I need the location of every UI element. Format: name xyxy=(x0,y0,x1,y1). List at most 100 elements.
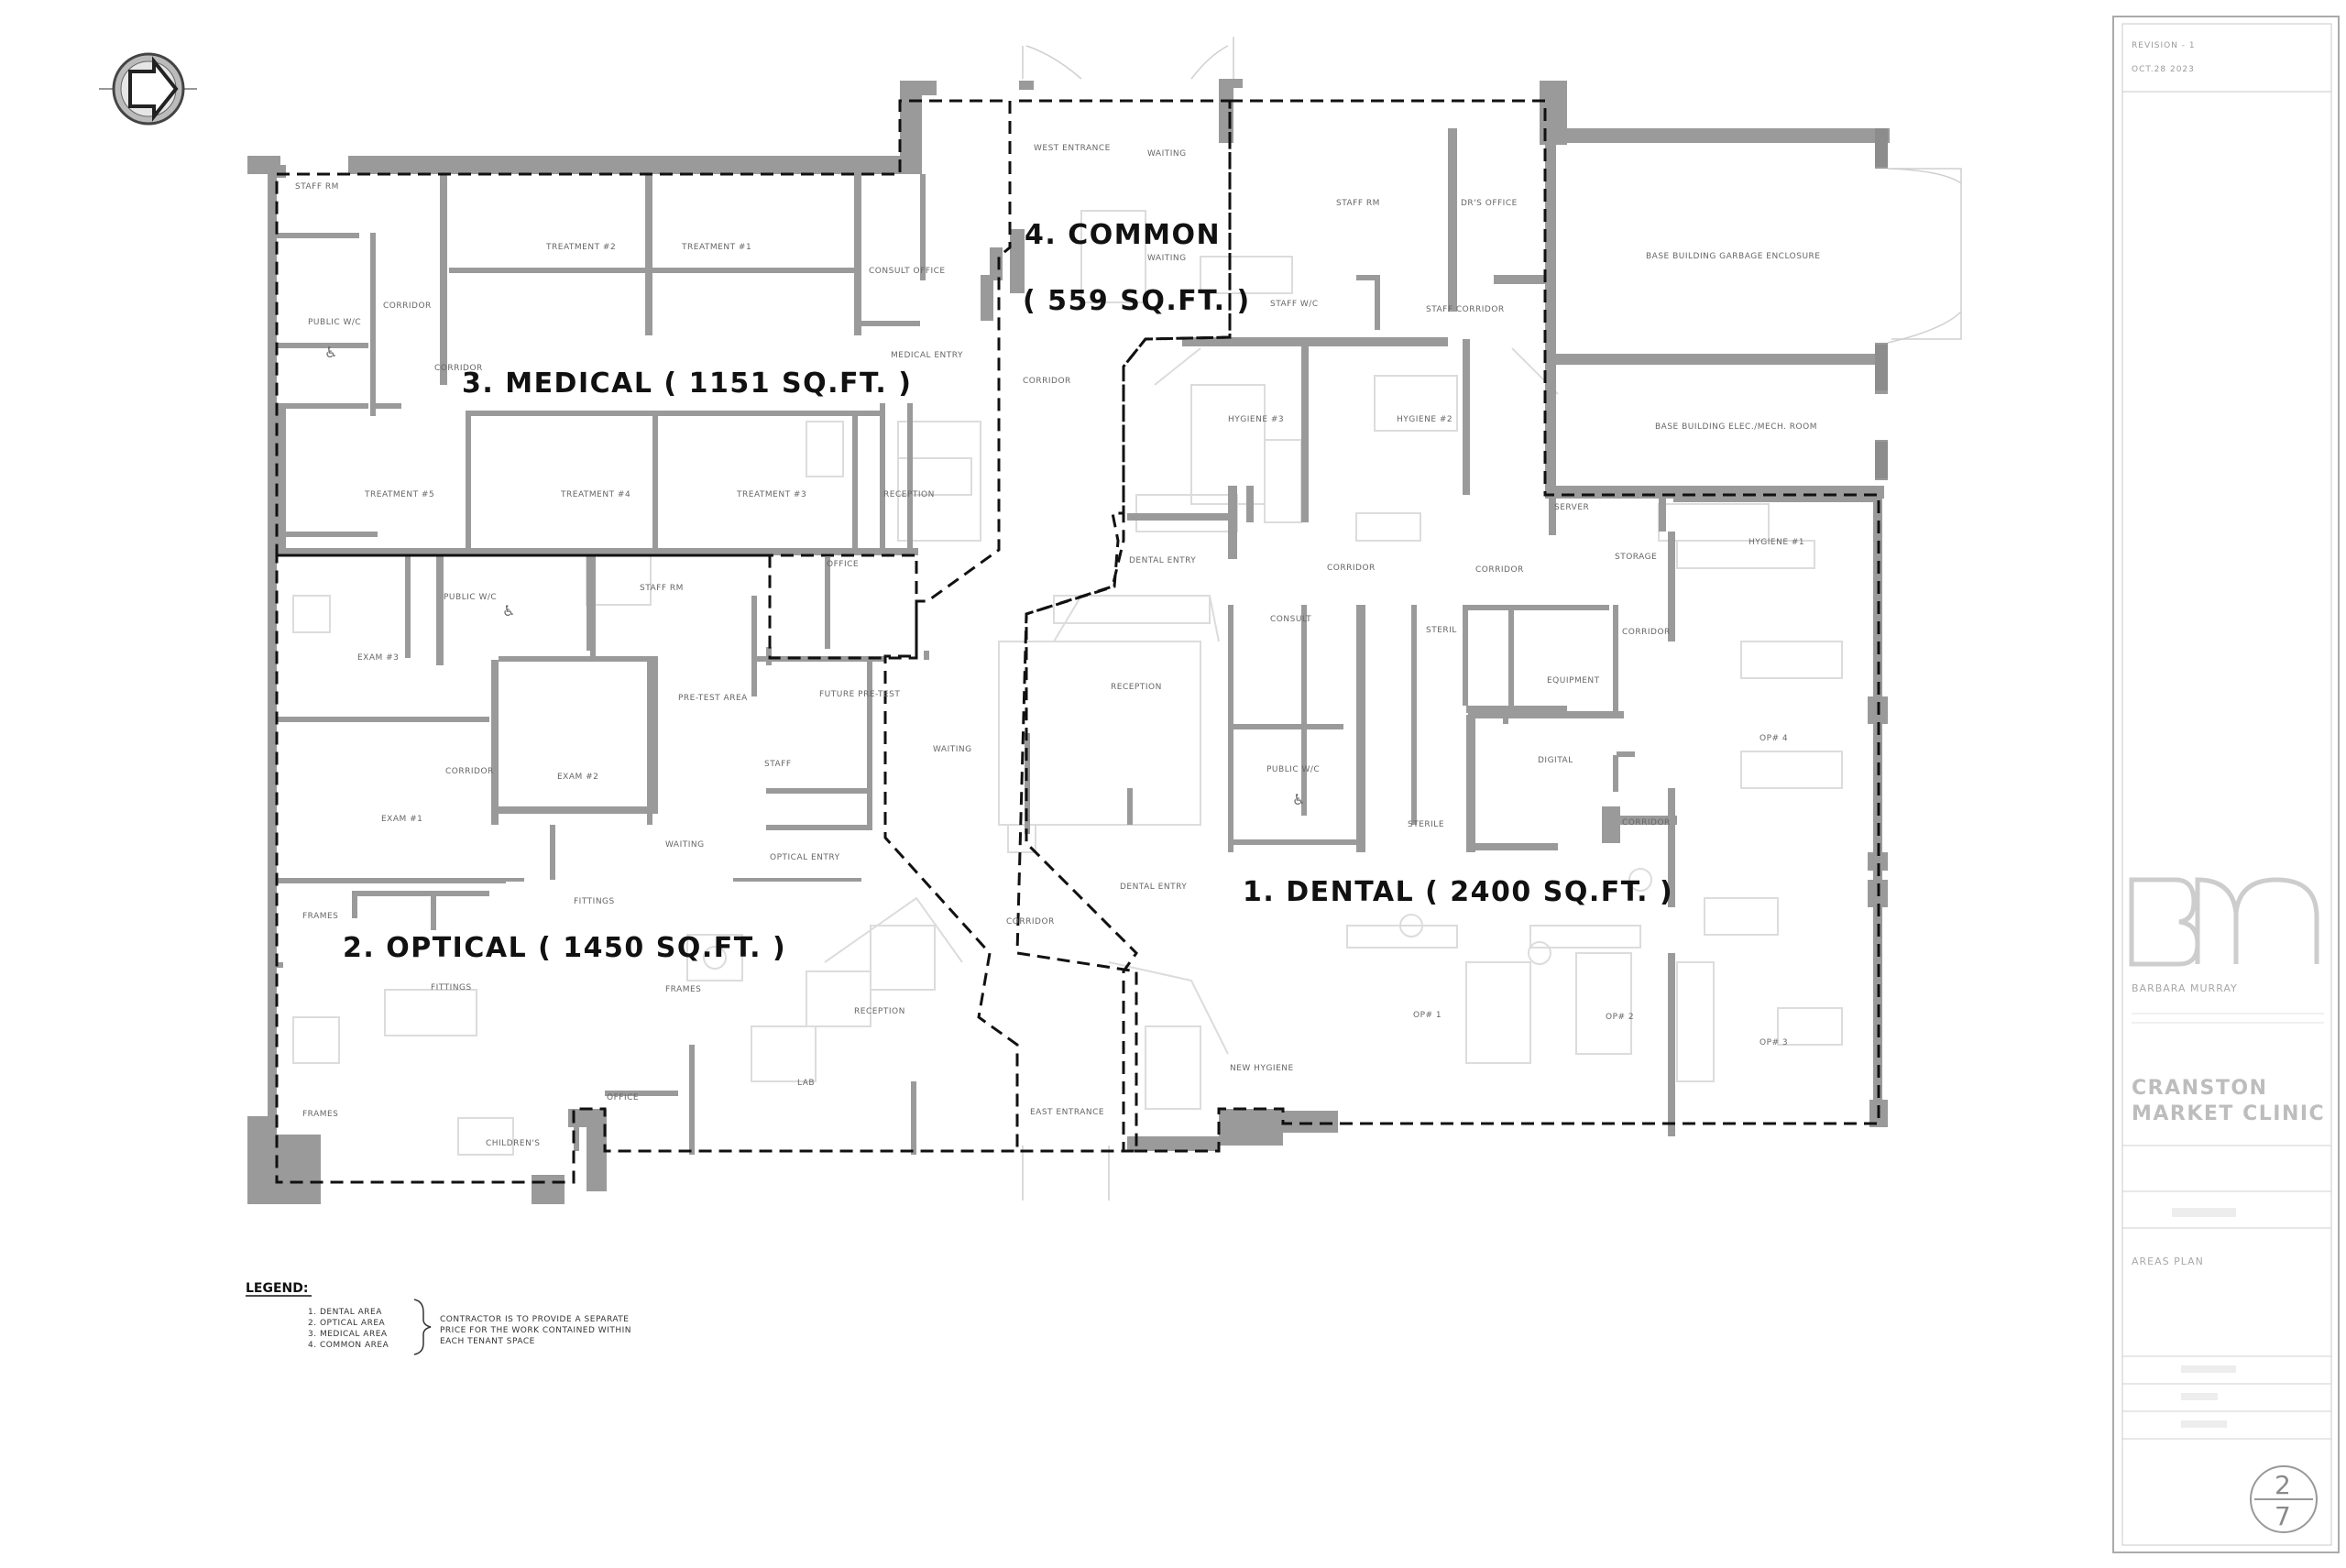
room-label: CORRIDOR xyxy=(1023,377,1071,386)
room-label: LAB xyxy=(797,1079,815,1088)
room-label: STAFF CORRIDOR xyxy=(1426,305,1505,314)
room-label: OFFICE xyxy=(607,1093,639,1102)
room-label: DR'S OFFICE xyxy=(1461,199,1518,208)
room-label: DENTAL ENTRY xyxy=(1120,883,1187,892)
room-label: PRE-TEST AREA xyxy=(678,694,748,703)
room-label: WAITING xyxy=(1147,254,1187,263)
legend-item: 3. MEDICAL AREA xyxy=(308,1330,388,1339)
area-label-common-size: ( 559 SQ.FT. ) xyxy=(1023,285,1251,317)
room-label: OP# 1 xyxy=(1413,1011,1442,1020)
legend-title: LEGEND: xyxy=(246,1281,308,1296)
area-label-common: 4. COMMON xyxy=(1025,219,1221,251)
room-label: FITTINGS xyxy=(574,897,615,906)
room-label: OP# 2 xyxy=(1606,1013,1634,1022)
svg-text:♿: ♿ xyxy=(324,344,337,361)
room-label: STAFF RM xyxy=(1336,199,1380,208)
room-label: RECEPTION xyxy=(854,1007,905,1016)
room-label: BASE BUILDING GARBAGE ENCLOSURE xyxy=(1646,252,1820,261)
room-label: FRAMES xyxy=(302,1110,338,1119)
drawing-title: AREAS PLAN xyxy=(2132,1255,2204,1267)
room-label: CONSULT xyxy=(1270,615,1311,624)
room-label: EAST ENTRANCE xyxy=(1030,1108,1104,1117)
walls xyxy=(247,79,1890,1204)
room-label: OFFICE xyxy=(827,560,859,569)
door-swings xyxy=(1022,37,1962,1201)
area-label-medical: 3. MEDICAL ( 1151 SQ.FT. ) xyxy=(462,367,912,400)
room-label: DIGITAL xyxy=(1538,756,1573,765)
room-label: WAITING xyxy=(665,840,705,850)
room-label: OP# 3 xyxy=(1760,1038,1788,1047)
room-label: CORRIDOR xyxy=(445,767,494,776)
room-label: CORRIDOR xyxy=(1006,917,1055,927)
area-boundaries xyxy=(275,99,1880,1184)
room-label: WAITING xyxy=(933,745,972,754)
title-block: REVISION - 1 OCT.28 2023 BARBARA MURRAY … xyxy=(2112,16,2340,1553)
room-label: WEST ENTRANCE xyxy=(1034,144,1111,153)
room-label: HYGIENE #2 xyxy=(1397,415,1453,424)
room-label: TREATMENT #3 xyxy=(736,490,806,499)
north-arrow-icon xyxy=(99,52,197,126)
fixture-detail xyxy=(292,210,1843,1156)
sheet-total: 7 xyxy=(2275,1501,2291,1531)
room-label: TREATMENT #2 xyxy=(545,243,616,252)
room-label: EXAM #3 xyxy=(357,653,399,663)
room-label: STAFF RM xyxy=(640,584,684,593)
svg-text:♿: ♿ xyxy=(1292,791,1305,808)
legend: LEGEND: 1. DENTAL AREA 2. OPTICAL AREA 3… xyxy=(246,1281,631,1355)
room-label: EQUIPMENT xyxy=(1547,676,1600,685)
room-label: STERILE xyxy=(1408,820,1444,829)
room-label: TREATMENT #5 xyxy=(364,490,434,499)
room-label: FRAMES xyxy=(665,985,701,994)
room-label: NEW HYGIENE xyxy=(1230,1064,1294,1073)
sheet-number: 2 xyxy=(2275,1470,2291,1500)
room-label: EXAM #1 xyxy=(381,815,422,824)
legend-item: 2. OPTICAL AREA xyxy=(308,1319,386,1328)
room-label: SERVER xyxy=(1554,503,1589,512)
room-label: WAITING xyxy=(1147,149,1187,159)
room-label: CHILDREN'S xyxy=(486,1139,541,1148)
room-label: TREATMENT #4 xyxy=(560,490,630,499)
room-label: OPTICAL ENTRY xyxy=(770,853,840,862)
area-label-dental: 1. DENTAL ( 2400 SQ.FT. ) xyxy=(1243,876,1673,908)
room-label: FUTURE PRE-TEST xyxy=(819,690,900,699)
accessibility-icon: ♿ ♿ ♿ xyxy=(324,344,1305,808)
exterior-walls xyxy=(1875,128,1888,478)
area-labels: 3. MEDICAL ( 1151 SQ.FT. ) 4. COMMON ( 5… xyxy=(343,219,1673,964)
room-label: STAFF RM xyxy=(295,182,339,192)
legend-item: 1. DENTAL AREA xyxy=(308,1308,382,1317)
room-label: HYGIENE #1 xyxy=(1749,538,1804,547)
room-label: CORRIDOR xyxy=(434,364,483,373)
room-label: FITTINGS xyxy=(431,983,472,992)
room-label: HYGIENE #3 xyxy=(1228,415,1284,424)
room-label: CONSULT OFFICE xyxy=(869,267,946,276)
room-label: OP# 4 xyxy=(1760,734,1788,743)
firm-logo-icon xyxy=(2129,877,2319,967)
room-label: CORRIDOR xyxy=(1475,565,1524,575)
room-label: STORAGE xyxy=(1615,553,1657,562)
legend-item: 4. COMMON AREA xyxy=(308,1341,389,1350)
room-label: DENTAL ENTRY xyxy=(1129,556,1196,565)
revision-label: REVISION - 1 xyxy=(2132,41,2196,50)
legend-note: EACH TENANT SPACE xyxy=(440,1337,535,1346)
room-label: CORRIDOR xyxy=(1622,628,1671,637)
revision-date: OCT.28 2023 xyxy=(2132,65,2195,74)
room-label: FRAMES xyxy=(302,912,338,921)
room-label: PUBLIC W/C xyxy=(1266,765,1320,774)
room-label: CORRIDOR xyxy=(1327,564,1376,573)
area-label-optical: 2. OPTICAL ( 1450 SQ.FT. ) xyxy=(343,932,786,964)
room-label: PUBLIC W/C xyxy=(308,318,361,327)
room-label: RECEPTION xyxy=(883,490,935,499)
room-label: STERIL xyxy=(1426,626,1457,635)
room-label: RECEPTION xyxy=(1111,683,1162,692)
legend-note: CONTRACTOR IS TO PROVIDE A SEPARATE xyxy=(440,1315,630,1324)
project-title-line1: CRANSTON xyxy=(2132,1077,2268,1100)
room-label: MEDICAL ENTRY xyxy=(891,351,963,360)
room-labels: STAFF RM TREATMENT #2 TREATMENT #1 CONSU… xyxy=(295,144,1820,1148)
legend-note: PRICE FOR THE WORK CONTAINED WITHIN xyxy=(440,1326,631,1335)
room-label: STAFF W/C xyxy=(1270,300,1319,309)
room-label: BASE BUILDING ELEC./MECH. ROOM xyxy=(1655,422,1817,432)
firm-name: BARBARA MURRAY xyxy=(2132,982,2238,994)
room-label: CORRIDOR xyxy=(383,302,432,311)
